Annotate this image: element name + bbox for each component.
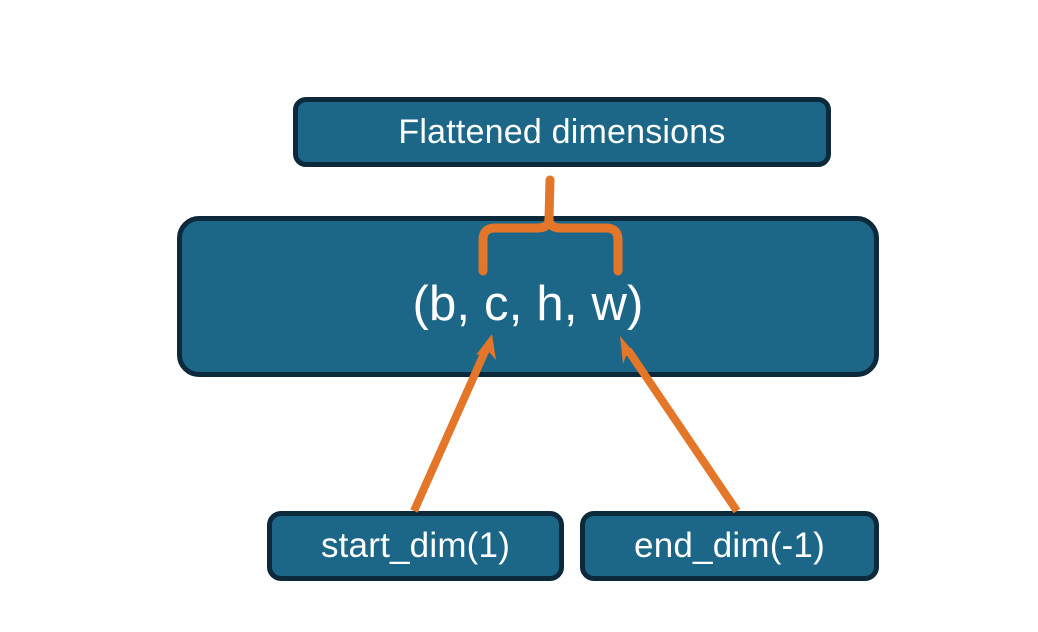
node-start-dim-label: start_dim(1)	[320, 526, 511, 565]
arrow-end-dim-icon	[620, 336, 741, 514]
node-tensor-shape-label: (b, c, h, w)	[412, 276, 644, 331]
node-flattened-dimensions-label: Flattened dimensions	[398, 112, 726, 151]
curly-brace-up-icon	[478, 175, 623, 276]
node-flattened-dimensions[interactable]: Flattened dimensions	[293, 97, 831, 167]
node-start-dim[interactable]: start_dim(1)	[267, 511, 564, 581]
arrow-start-dim-icon	[410, 334, 496, 513]
node-tensor-shape[interactable]: (b, c, h, w)	[177, 216, 879, 377]
node-end-dim-label: end_dim(-1)	[634, 526, 825, 565]
node-end-dim[interactable]: end_dim(-1)	[580, 511, 879, 581]
